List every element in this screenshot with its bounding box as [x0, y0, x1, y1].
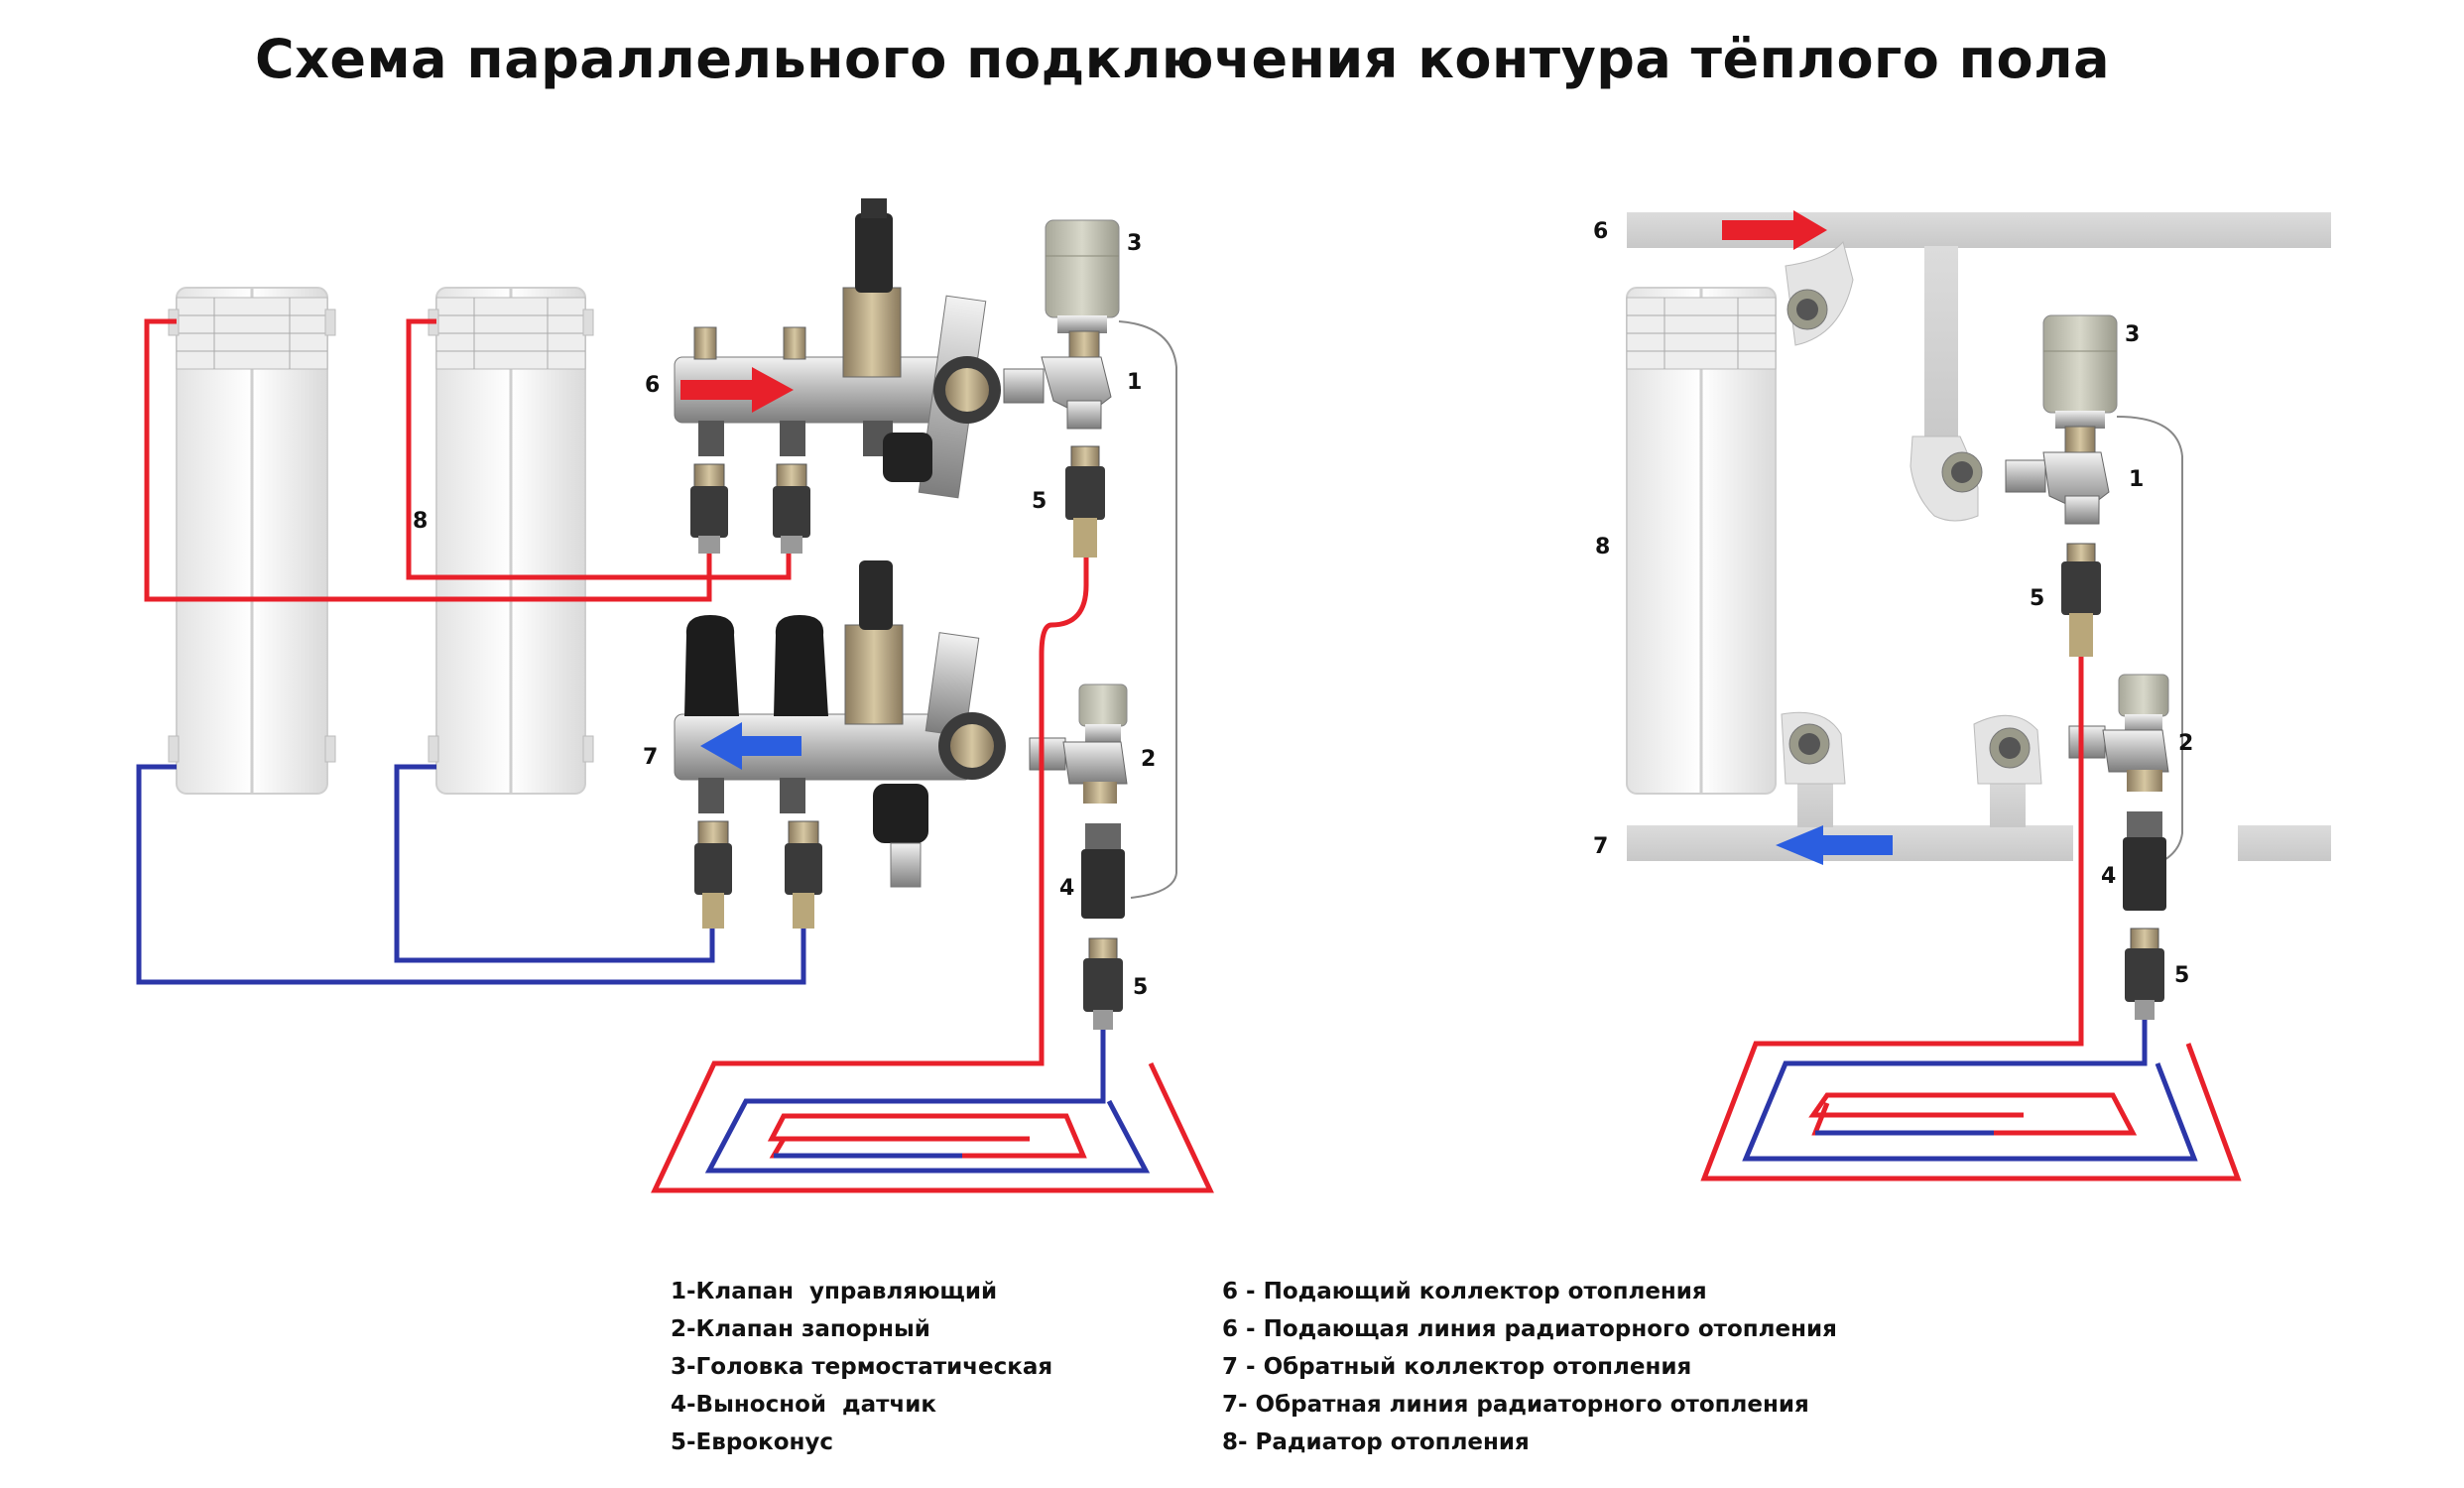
eurocone-icon: [1065, 445, 1105, 558]
eurocone-icon: [690, 463, 810, 554]
eurocone-icon: [694, 820, 822, 929]
label-5: 5: [2030, 586, 2044, 611]
flow-arrow-icon: [1776, 825, 1893, 865]
label-5: 5: [1032, 489, 1047, 514]
label-5: 5: [2174, 963, 2189, 988]
label-1: 1: [2129, 467, 2144, 492]
label-1: 1: [1127, 370, 1142, 395]
label-6: 6: [1593, 219, 1608, 244]
eurocone-icon: [1083, 937, 1123, 1030]
flow-arrow-icon: [700, 722, 801, 770]
eurocone-icon: [2061, 543, 2101, 657]
floor-supply-line: [651, 558, 1214, 1193]
manifold-icon: [674, 198, 1001, 499]
label-5: 5: [1133, 975, 1148, 1000]
valve-icon: [2068, 674, 2169, 792]
label-7: 7: [1593, 834, 1608, 859]
legend-item: 7 - Обратный коллектор отопления: [1222, 1354, 1692, 1380]
return-line: [136, 764, 806, 985]
flow-arrow-icon: [680, 367, 794, 413]
eurocone-icon: [2125, 928, 2164, 1020]
legend-item: 7- Обратная линия радиаторного отопления: [1222, 1392, 1809, 1418]
label-2: 2: [1141, 747, 1156, 772]
radiator-icon: [168, 287, 336, 795]
radiator-icon: [428, 287, 594, 795]
elbow-fitting-icon: [1785, 240, 1854, 346]
label-4: 4: [2101, 864, 2116, 889]
floor-return-line: [1742, 1020, 2198, 1162]
label-6: 6: [645, 373, 660, 398]
floor-loop-inner: [1808, 1092, 2138, 1136]
legend-item: 3-Головка термостатическая: [671, 1354, 1053, 1380]
return-pipe: [1627, 764, 2331, 865]
label-3: 3: [1127, 231, 1142, 256]
valve-icon: [1003, 330, 1112, 430]
legend-item: 4-Выносной датчик: [671, 1392, 936, 1418]
label-7: 7: [643, 745, 658, 770]
legend-item: 6 - Подающая линия радиаторного отоплени…: [1222, 1316, 1837, 1342]
floor-loop-inner: [767, 1113, 1087, 1159]
sensor-icon: [2123, 811, 2166, 911]
sensor-icon: [1081, 823, 1125, 919]
label-8: 8: [413, 509, 428, 534]
label-2: 2: [2178, 731, 2193, 756]
sensor-capillary: [1118, 320, 1177, 899]
legend-item: 1-Клапан управляющий: [671, 1279, 998, 1304]
legend-item: 5-Евроконус: [671, 1429, 834, 1455]
elbow-fitting-icon: [1973, 714, 2042, 785]
label-3: 3: [2125, 322, 2140, 347]
valve-icon: [2005, 426, 2110, 525]
thermostatic-head-icon: [1045, 219, 1120, 333]
manifold-icon: [674, 560, 1006, 888]
thermostatic-head-icon: [2042, 314, 2118, 429]
label-8: 8: [1595, 535, 1610, 559]
supply-line: [144, 318, 792, 602]
floor-return-line: [704, 1030, 1151, 1174]
legend-components: 1-Клапан управляющий 2-Клапан запорный 3…: [671, 1273, 1052, 1461]
valve-icon: [1029, 683, 1128, 804]
floor-supply-line: [1700, 657, 2242, 1181]
flow-arrow-icon: [1722, 210, 1827, 250]
radiator-icon: [1626, 287, 1777, 795]
sensor-capillary: [2116, 416, 2183, 872]
legend-item: 2-Клапан запорный: [671, 1316, 930, 1342]
legend-lines: 6 - Подающий коллектор отопления 6 - Под…: [1222, 1273, 1837, 1461]
page-title: Схема параллельного подключения контура …: [254, 28, 2111, 90]
legend-item: 6 - Подающий коллектор отопления: [1222, 1279, 1707, 1304]
supply-pipe: [1627, 210, 2331, 444]
elbow-fitting-icon: [1781, 711, 1846, 785]
legend-item: 8- Радиатор отопления: [1222, 1429, 1530, 1455]
elbow-fitting-icon: [1910, 435, 1983, 522]
label-4: 4: [1059, 876, 1074, 901]
